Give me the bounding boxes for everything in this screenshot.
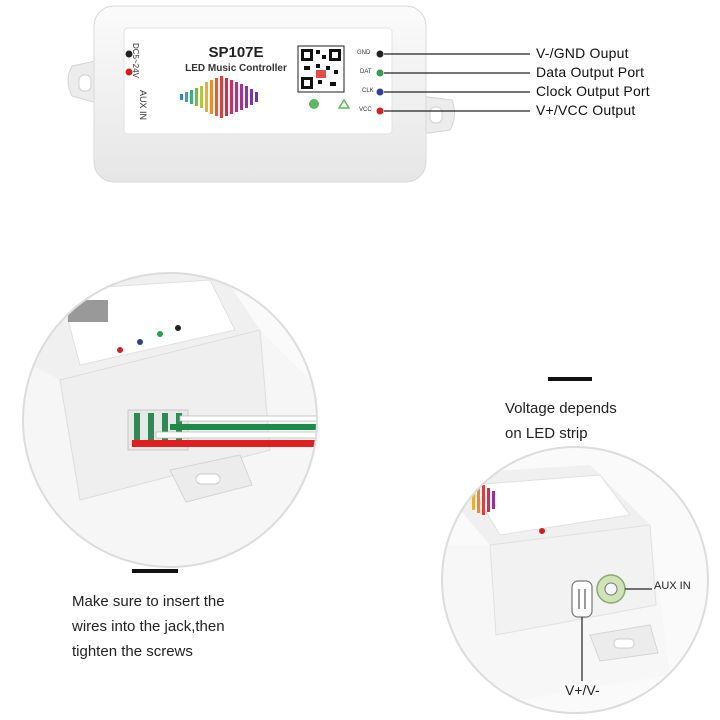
aux-in-label: AUX IN [654, 580, 691, 592]
waveform-graphic [180, 76, 258, 118]
pin-gnd-dot [376, 50, 384, 58]
pin-dat-dot [157, 331, 163, 337]
callout-vcc: V+/VCC Output [536, 102, 636, 118]
controller-subtitle: LED Music Controller [185, 63, 287, 74]
polarity-minus-icon [125, 50, 133, 58]
controller-power-label: DC5~24V [131, 43, 140, 78]
power-jack [571, 580, 593, 618]
pin-gnd-dot [175, 325, 181, 331]
pin-clk-dot [137, 339, 143, 345]
pin-vcc-dot [376, 107, 384, 115]
wire-white [179, 415, 317, 422]
qr-code-partial [68, 300, 108, 322]
callout-gnd: V-/GND Ouput [536, 45, 629, 61]
pin-label-clk: CLK [362, 88, 374, 94]
controller-photo [67, 5, 530, 183]
rohs-icon [309, 99, 319, 109]
pin-label-vcc: VCC [359, 107, 372, 113]
controller-aux-label: AUX IN [138, 90, 148, 121]
pin-label-gnd: GND [357, 50, 371, 56]
caption-line-2: wires into the jack,then [72, 618, 225, 635]
wire-red [132, 440, 317, 447]
power-aux-detail [441, 446, 709, 714]
wire-green [170, 424, 317, 430]
caption-line-3: tighten the screws [72, 643, 193, 660]
callout-clock: Clock Output Port [536, 83, 650, 99]
recycle-icon [337, 98, 351, 109]
pin-clk-dot [376, 88, 384, 96]
pin-vcc-dot [117, 347, 123, 353]
callout-data: Data Output Port [536, 64, 645, 80]
power-label: V+/V- [565, 682, 600, 698]
pin-label-dat: DAT [360, 69, 372, 75]
polarity-plus-icon [125, 68, 133, 76]
qr-code [297, 45, 345, 93]
pin-dat-dot [376, 69, 384, 77]
polarity-plus-icon [539, 528, 545, 534]
controller-model: SP107E [208, 44, 264, 61]
voltage-caption-line-2: on LED strip [505, 425, 588, 442]
caption-dash-left [132, 569, 178, 573]
wire-white-2 [155, 431, 317, 439]
caption-line-1: Make sure to insert the [72, 593, 225, 610]
voltage-caption-line-1: Voltage depends [505, 400, 617, 417]
waveform-graphic-partial [472, 485, 495, 515]
caption-dash-right [548, 377, 592, 381]
wire-insertion-detail [22, 272, 318, 568]
